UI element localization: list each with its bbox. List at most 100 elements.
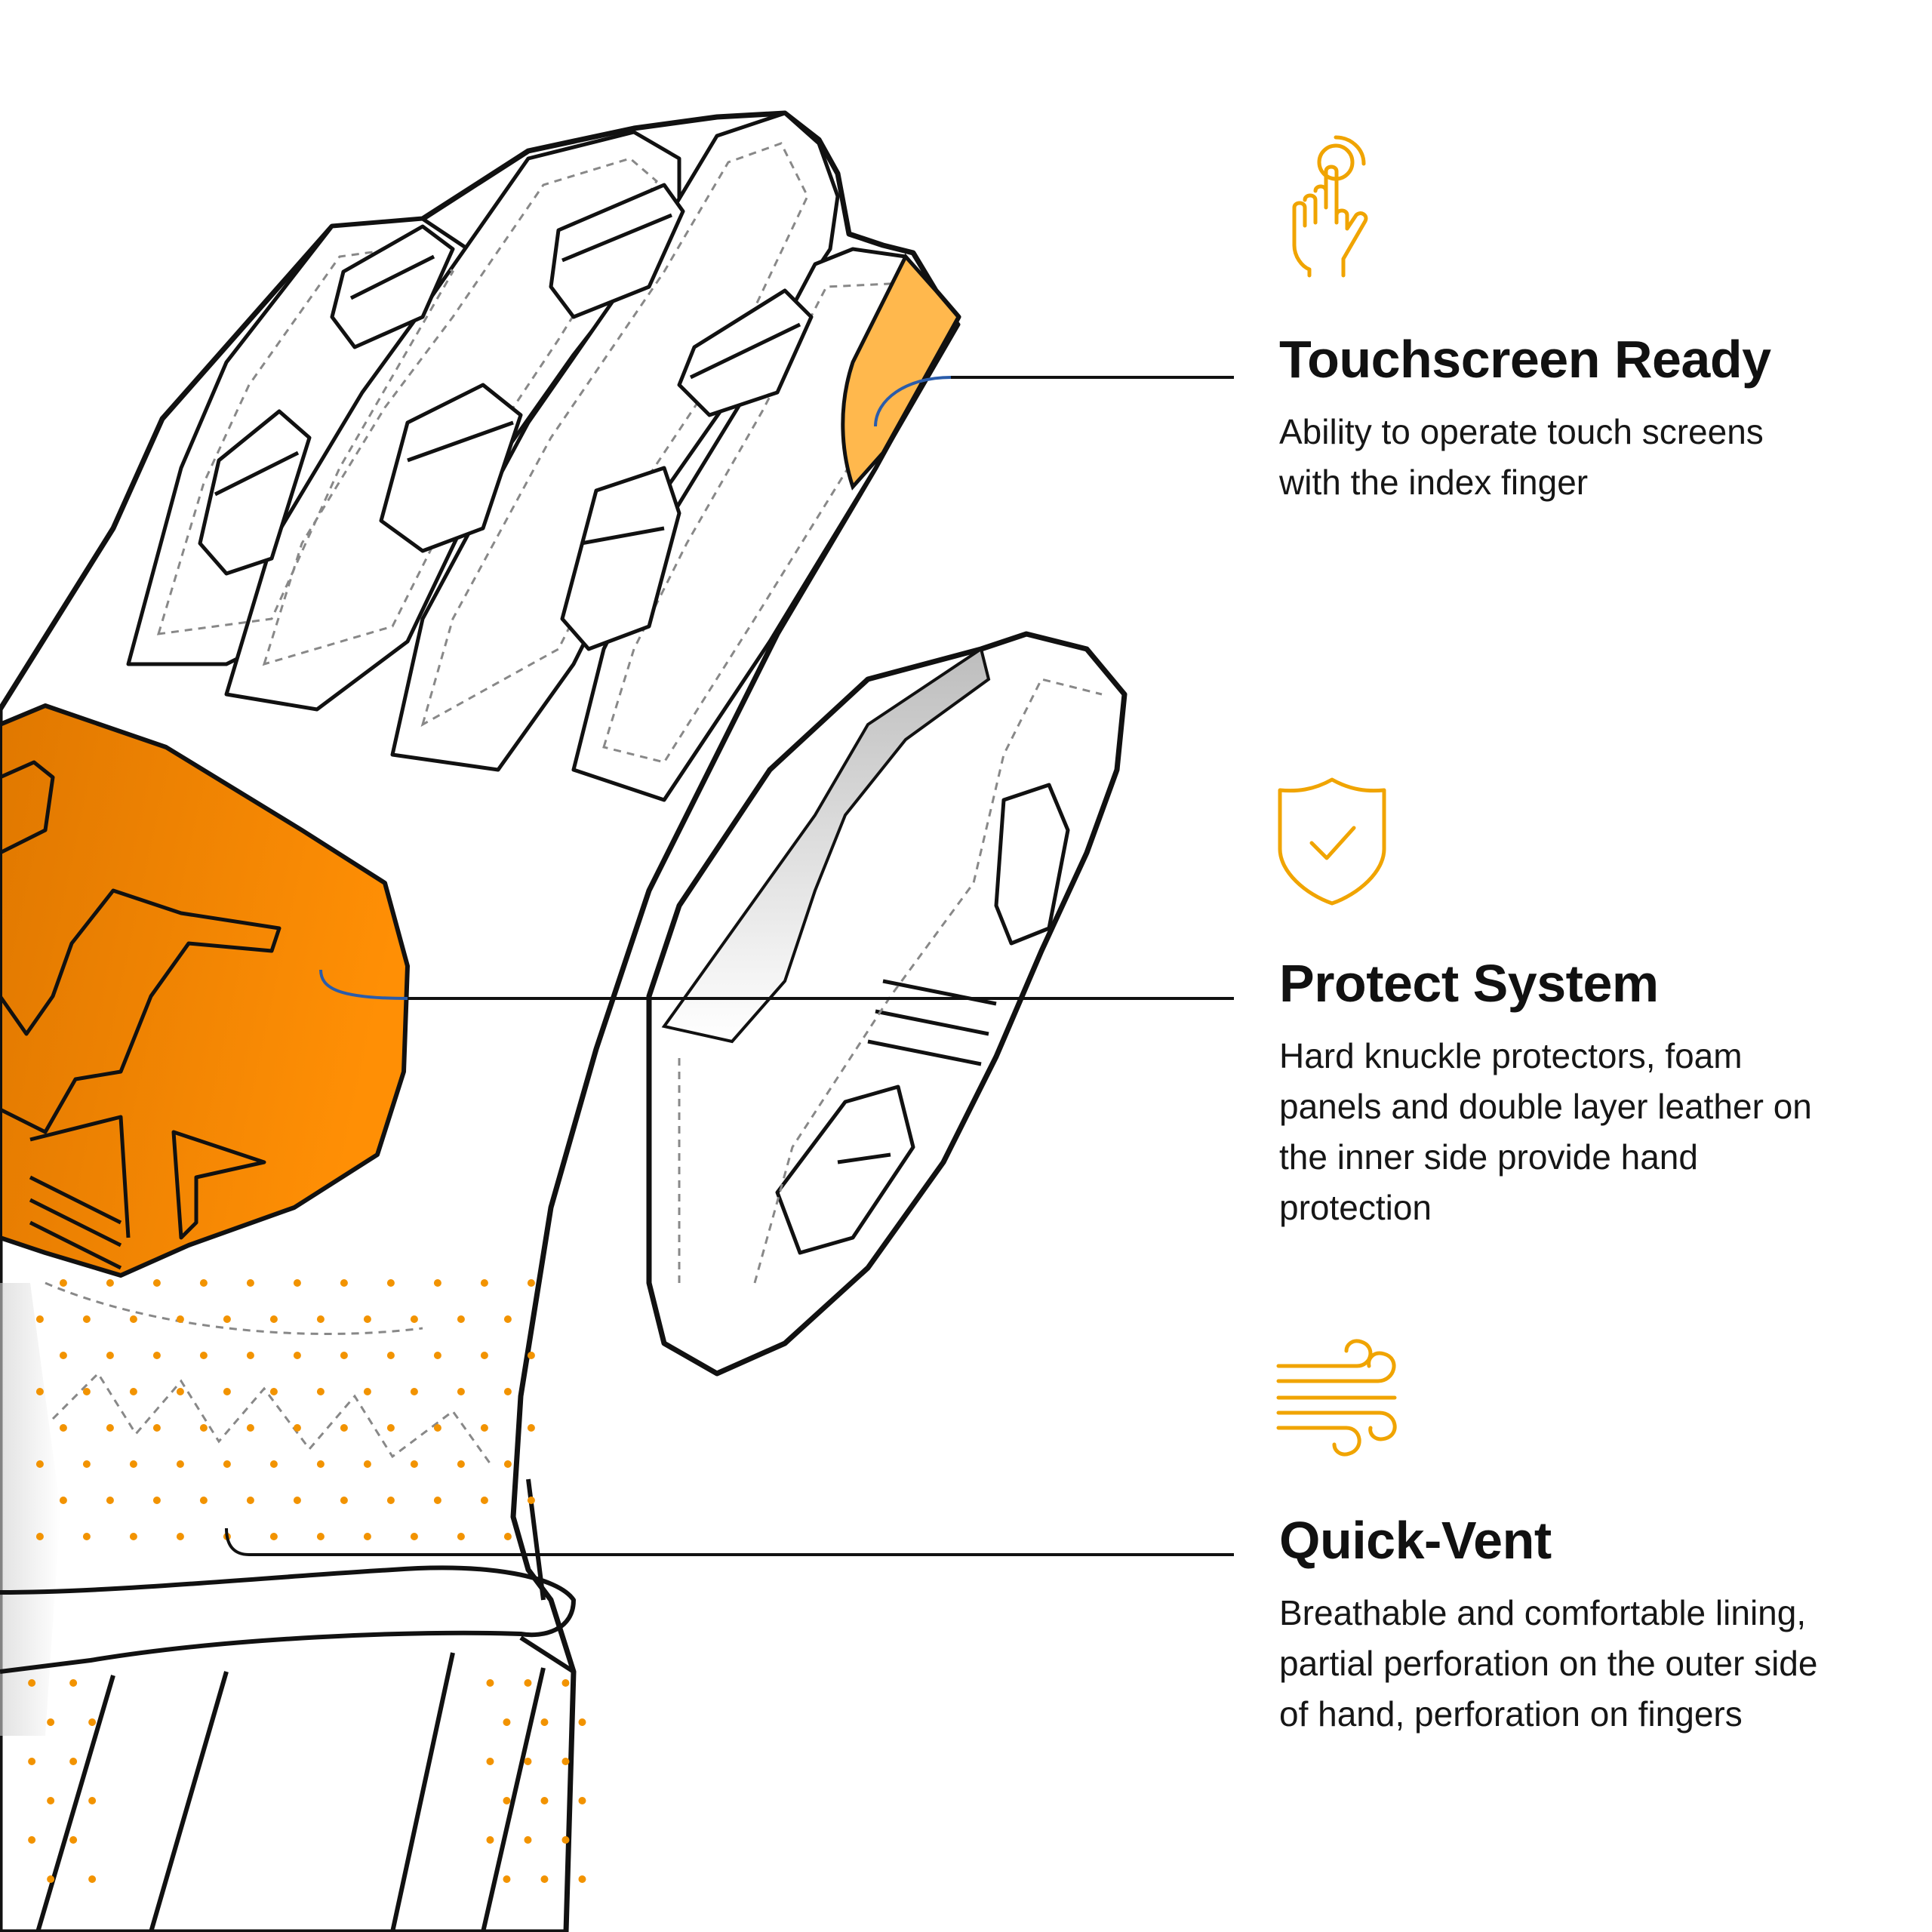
perforation-dot bbox=[480, 1352, 488, 1359]
perforation-dot bbox=[486, 1836, 494, 1844]
perforation-dot bbox=[69, 1758, 78, 1765]
feature-protect-system: Protect System Hard knuckle protectors, … bbox=[1279, 955, 1853, 1233]
thumb-shadow bbox=[661, 646, 991, 1044]
perforation-dot bbox=[47, 1797, 55, 1804]
perforation-dot bbox=[386, 1279, 395, 1287]
perforation-dot bbox=[35, 1533, 44, 1540]
thumb-stitching bbox=[678, 678, 1103, 1284]
callout-lines bbox=[225, 376, 1234, 1556]
perforation-dot bbox=[176, 1460, 184, 1468]
perforation-dot bbox=[269, 1388, 278, 1395]
perforation-dot bbox=[47, 1875, 55, 1883]
perforation-dot bbox=[527, 1497, 535, 1504]
perforation-dot bbox=[480, 1279, 488, 1287]
perforation-dot bbox=[223, 1460, 231, 1468]
wrist-cuff bbox=[0, 1478, 576, 1932]
perforation-dot bbox=[293, 1497, 301, 1504]
perforation-dot bbox=[561, 1679, 570, 1687]
perforation-dot bbox=[59, 1424, 67, 1432]
glove-illustration bbox=[0, 110, 1234, 1932]
perforation-dot bbox=[457, 1388, 465, 1395]
perforation-dot bbox=[129, 1460, 137, 1468]
perforation-dot bbox=[386, 1497, 395, 1504]
perforation-dot bbox=[82, 1460, 91, 1468]
perforation-dot bbox=[269, 1315, 278, 1323]
perforation-dot bbox=[340, 1424, 348, 1432]
perforation-dot bbox=[199, 1424, 208, 1432]
perforation-dot bbox=[59, 1497, 67, 1504]
perforation-dot bbox=[561, 1836, 570, 1844]
perforation-dot bbox=[561, 1758, 570, 1765]
perforation-dot bbox=[69, 1836, 78, 1844]
perforation-dot bbox=[340, 1352, 348, 1359]
perforation-dot bbox=[524, 1679, 532, 1687]
perforation-dot bbox=[433, 1424, 441, 1432]
perforation-dot bbox=[35, 1315, 44, 1323]
perforation-dot bbox=[524, 1758, 532, 1765]
perforation-dot bbox=[82, 1533, 91, 1540]
perforation-dot bbox=[269, 1460, 278, 1468]
perforation-dot bbox=[363, 1315, 371, 1323]
knuckle-details bbox=[0, 760, 281, 1270]
perforation-dot bbox=[316, 1460, 325, 1468]
perforation-dot bbox=[199, 1352, 208, 1359]
feature-title: Protect System bbox=[1279, 954, 1659, 1013]
thumb-details bbox=[775, 783, 1070, 1255]
perforation-dot bbox=[82, 1388, 91, 1395]
perforation-dot bbox=[457, 1460, 465, 1468]
perforation-dot bbox=[269, 1533, 278, 1540]
perforation-dot bbox=[503, 1718, 511, 1726]
perforation-dot bbox=[486, 1758, 494, 1765]
feature-touchscreen: Touchscreen Ready Ability to operate tou… bbox=[1279, 331, 1853, 508]
perforation-dot bbox=[457, 1315, 465, 1323]
perforation-dot bbox=[578, 1797, 586, 1804]
perforation-dot bbox=[59, 1352, 67, 1359]
perforation-dot bbox=[88, 1718, 97, 1726]
perforation-dot bbox=[69, 1679, 78, 1687]
perforation-dot bbox=[503, 1315, 512, 1323]
perforation-dot bbox=[28, 1758, 36, 1765]
perforation-dot bbox=[540, 1797, 549, 1804]
perforation-dot bbox=[129, 1533, 137, 1540]
perforation-dot bbox=[410, 1315, 418, 1323]
perforation-dot bbox=[410, 1388, 418, 1395]
perforation-dot bbox=[246, 1352, 254, 1359]
perforation-dot bbox=[152, 1497, 161, 1504]
perforation-dot bbox=[363, 1388, 371, 1395]
perforation-dot bbox=[129, 1315, 137, 1323]
perforation-dot bbox=[47, 1718, 55, 1726]
perforation-dot bbox=[293, 1279, 301, 1287]
feature-quick-vent: Quick-Vent Breathable and comfortable li… bbox=[1279, 1512, 1853, 1740]
perforation-dot bbox=[152, 1279, 161, 1287]
perforation-dot bbox=[246, 1279, 254, 1287]
callout-marker-protect bbox=[319, 969, 408, 1000]
perforation-dot bbox=[363, 1533, 371, 1540]
perforation-dot bbox=[527, 1279, 535, 1287]
touchscreen-patch bbox=[841, 253, 961, 491]
perforation-dot bbox=[35, 1460, 44, 1468]
perforation-dot bbox=[578, 1718, 586, 1726]
perforation-dot bbox=[386, 1424, 395, 1432]
perforation-dot bbox=[88, 1797, 97, 1804]
perforation-dot bbox=[293, 1424, 301, 1432]
perforation-dot bbox=[363, 1460, 371, 1468]
perforation-dot bbox=[486, 1679, 494, 1687]
perforation-dots bbox=[28, 1279, 586, 1883]
perforation-dot bbox=[527, 1424, 535, 1432]
feature-description: Breathable and comfortable lining, parti… bbox=[1279, 1593, 1818, 1734]
callout-marker-touchscreen bbox=[874, 376, 952, 427]
perforation-dot bbox=[386, 1352, 395, 1359]
feature-title: Quick-Vent bbox=[1279, 1511, 1552, 1570]
perforation-dot bbox=[540, 1718, 549, 1726]
perforation-dot bbox=[223, 1388, 231, 1395]
perforation-dot bbox=[433, 1497, 441, 1504]
perforation-dot bbox=[176, 1315, 184, 1323]
perforation-dot bbox=[340, 1497, 348, 1504]
perforation-dot bbox=[82, 1315, 91, 1323]
perforation-dot bbox=[316, 1388, 325, 1395]
callout-marker-vent bbox=[225, 1527, 250, 1556]
perforation-dot bbox=[106, 1497, 114, 1504]
perforation-dot bbox=[176, 1533, 184, 1540]
perforation-dot bbox=[480, 1497, 488, 1504]
perforation-dot bbox=[35, 1388, 44, 1395]
